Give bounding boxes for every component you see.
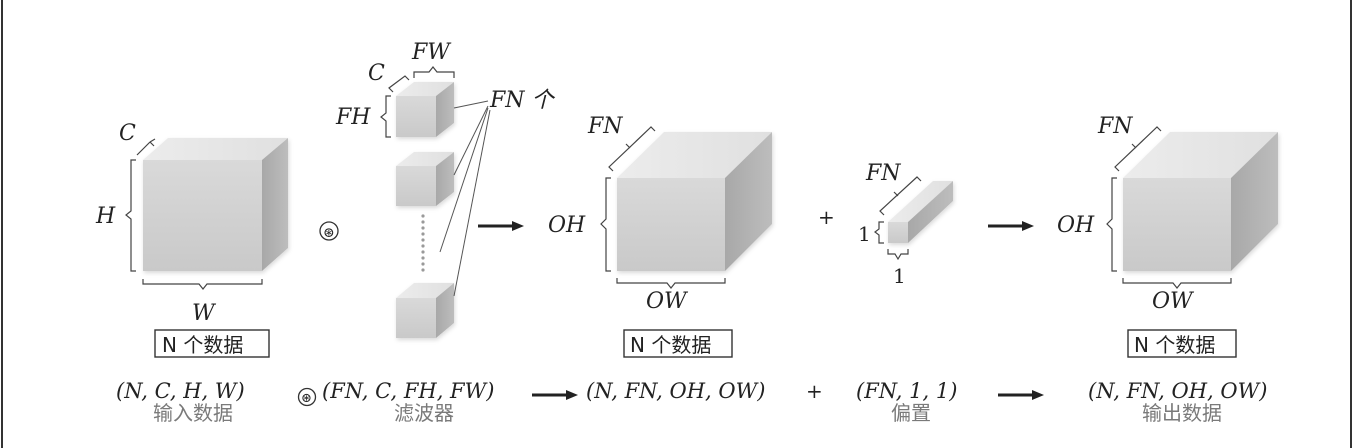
middle-label-ow: OW [646,289,689,314]
input-label-h: H [95,204,116,229]
bias-label-fn: FN [865,161,901,186]
formula-filter-caption: 滤波器 [394,401,454,425]
middle-label-oh: OH [548,213,586,238]
formula-arrow-2-icon [998,390,1044,400]
formula-input-caption: 输入数据 [153,401,233,425]
input-count-label: N 个数据 [162,333,243,357]
input-label-w: W [192,301,217,326]
bias-left-bracket [874,221,884,244]
bias-label-1-left: 1 [858,222,871,246]
output-oh-bracket [1106,177,1117,272]
formula-conv-operator-icon: ⊛ [297,387,317,407]
output-label-oh: OH [1057,213,1095,238]
middle-count-box [623,329,733,358]
filter-c-bracket [388,75,410,93]
formula-arrow-1-icon [532,390,578,400]
output-tensor-cube [1123,132,1278,271]
arrow-to-middle-icon [478,221,524,231]
formula-output-shape: (N, FN, OH, OW) [1088,379,1267,403]
convolution-operator-icon: ⊛ [319,221,339,241]
input-h-bracket [125,159,136,272]
output-ow-bracket [1122,278,1232,289]
middle-ow-bracket [616,278,726,289]
filter-fw-bracket [413,66,455,78]
middle-fn-bracket [608,126,656,172]
filter-cube-n [396,283,454,338]
filter-ellipsis-dots [421,214,425,272]
bias-fn-bracket [879,176,922,216]
formula-result-shape: (N, FN, OH, OW) [586,379,765,403]
output-fn-bracket [1114,126,1162,172]
input-label-c: C [119,121,136,146]
middle-label-fn: FN [587,114,623,139]
filter-label-fw: FW [411,40,452,65]
formula-bias-caption: 偏置 [891,401,931,425]
filter-fh-bracket [380,95,391,138]
bias-tensor-bar [888,181,953,243]
output-label-fn: FN [1097,114,1133,139]
output-count-label: N 个数据 [1134,333,1215,357]
filter-label-fn: FN 个 [489,88,556,113]
formula-plus-operator: + [806,379,823,403]
filter-count-pointer-lines [439,100,491,297]
filter-cube-1 [396,82,454,137]
output-count-box [1127,329,1237,358]
output-label-ow: OW [1152,289,1195,314]
plus-operator: + [818,205,835,229]
formula-output-caption: 输出数据 [1142,401,1222,425]
filter-cube-2 [396,152,454,206]
formula-bias-shape: (FN, 1, 1) [856,379,957,403]
middle-tensor-cube [617,132,772,271]
input-tensor-cube [143,138,288,271]
input-count-box [154,329,270,358]
arrow-to-output-icon [988,221,1034,231]
bias-label-1-bottom: 1 [893,264,906,288]
bias-bottom-bracket [887,249,909,261]
convolution-operator-glyph: ⊛ [323,225,335,241]
middle-count-label: N 个数据 [630,333,711,357]
formula-conv-glyph: ⊛ [301,391,312,406]
middle-oh-bracket [600,177,611,272]
formula-input-shape: (N, C, H, W) [116,379,245,403]
input-c-bracket [136,138,156,156]
input-w-bracket [142,279,263,290]
filter-label-fh: FH [335,105,371,130]
formula-filter-shape: (FN, C, FH, FW) [322,379,494,403]
filter-label-c: C [368,61,385,86]
